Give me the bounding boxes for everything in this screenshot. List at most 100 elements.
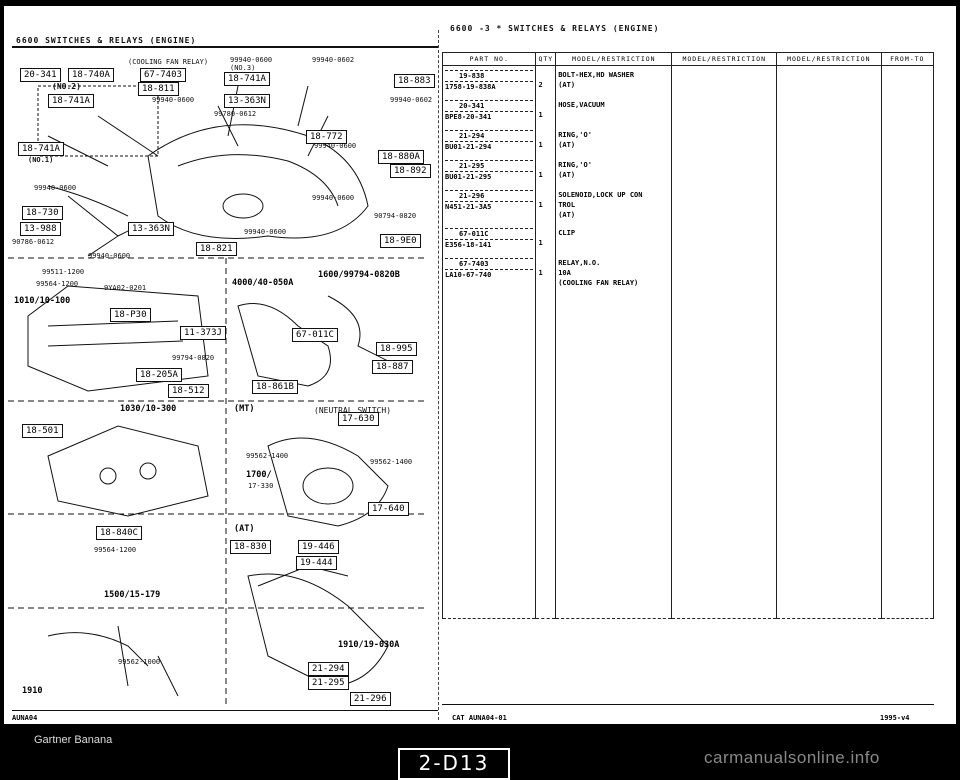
group-number: 1030/10-300 — [120, 404, 177, 414]
description-line: BOLT-HEX,HD WASHER — [558, 71, 635, 79]
part-box: 19-446 — [298, 540, 339, 554]
description-line: CLIP — [558, 229, 576, 237]
header-rule — [12, 46, 438, 48]
group-number: 1700/ — [246, 470, 272, 480]
quantity: 1 — [538, 111, 543, 119]
description-line: (AT) — [558, 211, 576, 219]
description-line: 10A — [558, 269, 571, 277]
part-note: (NO.3) — [230, 64, 256, 72]
description-line: TROL — [558, 201, 576, 209]
part-box: 21-295 — [308, 676, 349, 690]
part-note: 99940-0600 — [312, 194, 355, 202]
ref-number: 67-7403 — [445, 258, 534, 270]
empty-cell — [880, 250, 935, 288]
part-box: 17-640 — [368, 502, 409, 516]
part-box: 21-296 — [350, 692, 391, 706]
empty-cell — [671, 122, 778, 152]
part-note: 9YA02-0201 — [104, 284, 147, 292]
ref-number: 21-296 — [445, 190, 534, 202]
column-header: MODEL/RESTRICTION — [555, 52, 673, 66]
description-line: RELAY,N.O. — [558, 259, 601, 267]
part-box: 13-363N — [224, 94, 270, 108]
part-box: 18-892 — [390, 164, 431, 178]
description-cell: BOLT-HEX,HD WASHER (AT) — [555, 65, 673, 92]
part-box: 18-995 — [376, 342, 417, 356]
description-line: SOLENOID,LOCK UP CON — [558, 191, 643, 199]
empty-cell — [776, 65, 882, 92]
part-box: 18-741A — [48, 94, 94, 108]
part-box: 18-880A — [378, 150, 424, 164]
quantity: 1 — [538, 239, 543, 247]
part-box: 13-988 — [20, 222, 61, 236]
qty-cell: 2 — [535, 65, 557, 92]
parts-list-table: PART NO. QTY MODEL/RESTRICTION MODEL/RES… — [441, 52, 935, 619]
empty-cell — [880, 152, 935, 182]
ref-number: 19-838 — [445, 70, 534, 82]
empty-cell — [671, 92, 778, 122]
part-note: 99940-0600 — [230, 56, 273, 64]
right-footer-rule — [442, 704, 934, 705]
part-box: 18-512 — [168, 384, 209, 398]
empty-cell — [776, 250, 882, 288]
description-cell: RING,'O' (AT) — [555, 152, 673, 182]
ref-number: 20-341 — [445, 100, 534, 112]
empty-cell — [535, 288, 557, 619]
part-box: 13-363N — [128, 222, 174, 236]
qty-cell: 1 — [535, 182, 557, 220]
empty-cell — [671, 152, 778, 182]
part-box: 67-7403 — [140, 68, 186, 82]
page-id-text: 2-D13 — [400, 750, 508, 778]
quantity: 2 — [538, 81, 543, 89]
qty-cell: 1 — [535, 92, 557, 122]
description-line: RING,'O' — [558, 161, 592, 169]
group-number: 1500/15-179 — [104, 590, 161, 600]
empty-cell — [671, 288, 778, 619]
part-number: N451-21-3A5 — [445, 203, 492, 211]
description-line: (AT) — [558, 171, 576, 179]
left-page-header: 6600 SWITCHES & RELAYS (ENGINE) — [16, 36, 197, 45]
part-note: (NO.1) — [28, 156, 54, 164]
column-header: FROM-TO — [880, 52, 935, 66]
qty-cell: 1 — [535, 250, 557, 288]
credit-text: Gartner Banana — [34, 734, 113, 746]
part-box: 18-740A — [68, 68, 114, 82]
section-label-neutral: (NEUTRAL SWITCH) — [314, 406, 392, 415]
part-note: 99940-0600 — [152, 96, 195, 104]
parts-diagram: 20-341 18-740A 67-7403 18-741A 18-811 18… — [8, 46, 436, 706]
part-box: 19-444 — [296, 556, 337, 570]
part-box: 20-341 — [20, 68, 61, 82]
page-divider — [438, 30, 439, 720]
part-number: LA10-67-740 — [445, 271, 492, 279]
empty-cell — [880, 122, 935, 152]
part-box: 18-811 — [138, 82, 179, 96]
group-number: 1910 — [22, 686, 43, 696]
part-note: 99940-0600 — [244, 228, 287, 236]
empty-cell — [880, 182, 935, 220]
description-line: (AT) — [558, 81, 576, 89]
part-box: 18-821 — [196, 242, 237, 256]
part-note: 99940-0600 — [88, 252, 131, 260]
qty-cell: 1 — [535, 122, 557, 152]
empty-cell — [671, 220, 778, 250]
column-header: QTY — [535, 52, 557, 66]
description-cell: SOLENOID,LOCK UP CON TROL (AT) — [555, 182, 673, 220]
empty-cell — [671, 65, 778, 92]
ref-number: 67-011C — [445, 228, 534, 240]
part-box: 18-861B — [252, 380, 298, 394]
quantity: 1 — [538, 141, 543, 149]
table-header-row: PART NO. QTY MODEL/RESTRICTION MODEL/RES… — [441, 52, 935, 66]
description-cell: HOSE,VACUUM — [555, 92, 673, 122]
part-box: 18-730 — [22, 206, 63, 220]
empty-cell — [776, 92, 882, 122]
part-number: 1758-19-838A — [445, 83, 496, 91]
description-cell: RELAY,N.O.10A(COOLING FAN RELAY) — [555, 250, 673, 288]
